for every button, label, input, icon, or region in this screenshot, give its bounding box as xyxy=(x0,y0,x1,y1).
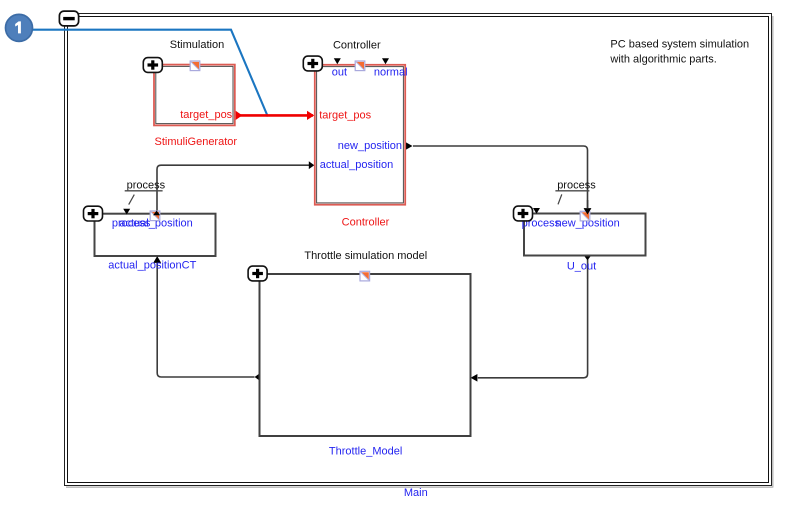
svg-text:Main: Main xyxy=(404,487,428,499)
svg-text:PC based system simulation: PC based system simulation xyxy=(610,39,749,51)
svg-text:normal: normal xyxy=(374,66,408,78)
svg-text:new_position: new_position xyxy=(338,140,402,152)
svg-text:Controller: Controller xyxy=(342,216,390,228)
svg-text:StimuliGenerator: StimuliGenerator xyxy=(155,136,238,148)
svg-text:U_out: U_out xyxy=(567,261,596,273)
svg-text:target_pos: target_pos xyxy=(319,109,371,121)
svg-text:Throttle simulation model: Throttle simulation model xyxy=(304,250,427,262)
svg-text:process: process xyxy=(127,180,166,192)
svg-text:actual_positionCT: actual_positionCT xyxy=(108,260,196,272)
svg-text:Throttle_Model: Throttle_Model xyxy=(329,445,402,457)
svg-text:actual_position: actual_position xyxy=(320,159,393,171)
svg-text:with algorithmic parts.: with algorithmic parts. xyxy=(609,54,716,66)
svg-text:Stimulation: Stimulation xyxy=(170,39,224,51)
svg-text:process: process xyxy=(557,180,596,192)
svg-text:new_position: new_position xyxy=(556,217,620,229)
svg-text:process: process xyxy=(112,217,151,229)
svg-text:Controller: Controller xyxy=(333,39,381,51)
svg-text:out: out xyxy=(332,66,347,78)
svg-text:target_pos: target_pos xyxy=(180,109,232,121)
svg-text:actual_position: actual_position xyxy=(119,217,192,229)
